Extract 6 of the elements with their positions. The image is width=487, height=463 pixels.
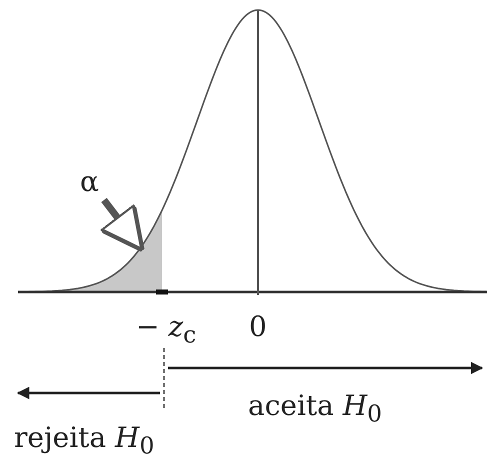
hollow-arrow xyxy=(98,198,145,252)
alpha-label: α xyxy=(80,168,99,196)
region-label: aceita H$_{0}$ xyxy=(248,392,382,426)
critical-value-label: − z$_{c}$ xyxy=(136,313,196,347)
axis-label: 0 xyxy=(249,313,267,341)
region-label: rejeita H$_{0}$ xyxy=(14,424,154,458)
